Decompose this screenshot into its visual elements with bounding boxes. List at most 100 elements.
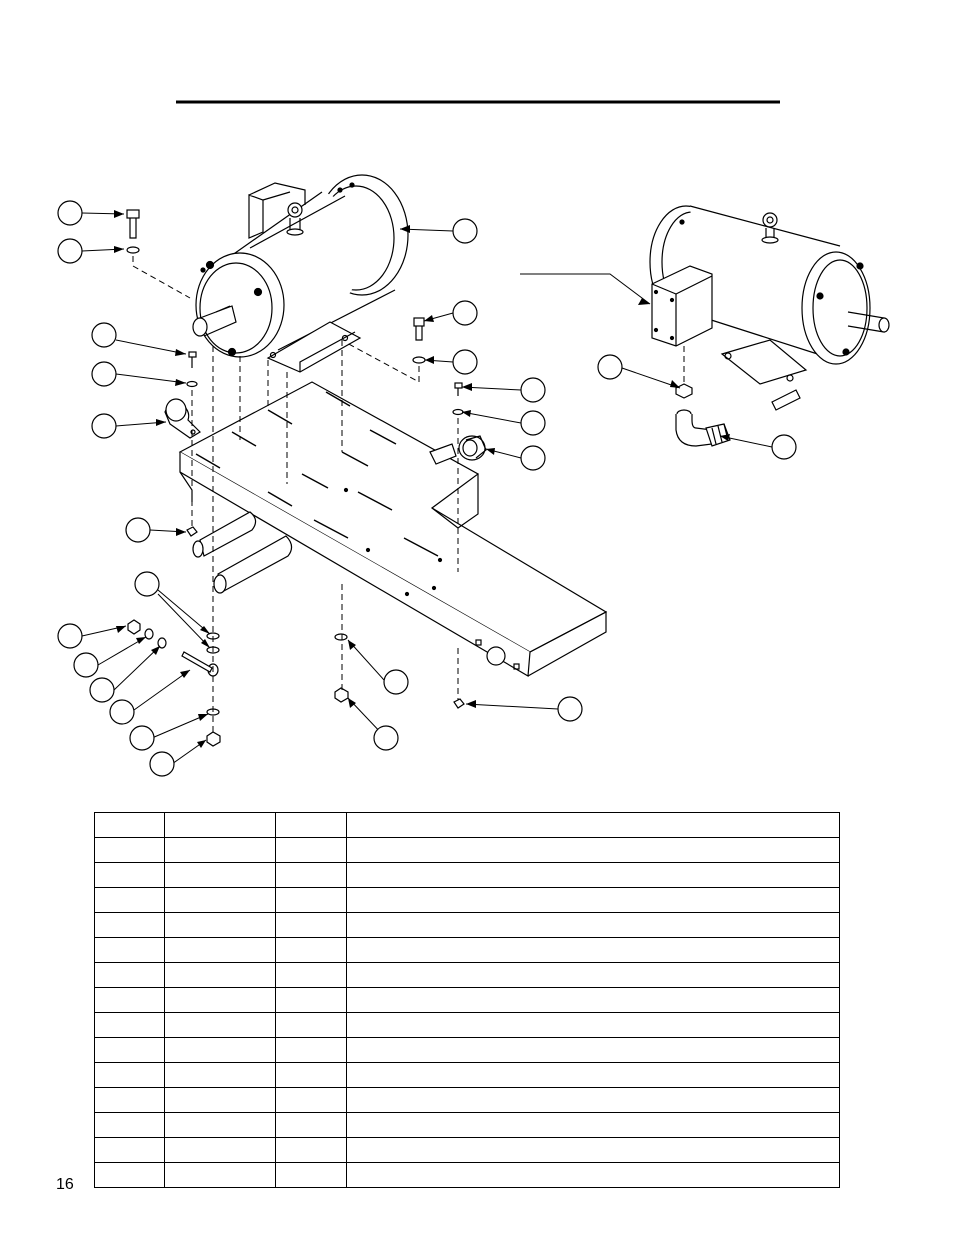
table-cell [275, 987, 347, 1013]
table-cell [94, 1037, 165, 1063]
callout-bubble [597, 354, 623, 380]
callout-bubbles [57, 200, 797, 777]
table-cell [164, 812, 276, 838]
table-cell [275, 1037, 347, 1063]
main-motor-drawing [192, 174, 409, 373]
table-cell [346, 1087, 840, 1113]
table-cell [94, 1012, 165, 1038]
callout-bubble [520, 410, 546, 436]
table-cell [346, 1137, 840, 1163]
table-cell [164, 1062, 276, 1088]
callout-leaders [81, 212, 773, 765]
table-cell [164, 887, 276, 913]
table-cell [346, 912, 840, 938]
table-row [94, 1162, 840, 1188]
table-cell [275, 887, 347, 913]
callout-bubble [373, 725, 399, 751]
table-row [94, 1037, 840, 1063]
table-cell [346, 1112, 840, 1138]
table-cell [346, 887, 840, 913]
table-row [94, 887, 840, 913]
table-cell [94, 837, 165, 863]
table-cell [275, 962, 347, 988]
callout-bubble [771, 434, 797, 460]
table-row [94, 987, 840, 1013]
table-cell [346, 1162, 840, 1188]
table-cell [164, 1012, 276, 1038]
table-cell [346, 837, 840, 863]
callout-bubble [91, 361, 117, 387]
table-cell [346, 1012, 840, 1038]
table-row [94, 1112, 840, 1138]
page-number: 16 [56, 1176, 74, 1193]
table-cell [164, 937, 276, 963]
parts-list-table [94, 812, 840, 1188]
callout-bubble [134, 571, 160, 597]
table-cell [94, 887, 165, 913]
callout-bubble [89, 677, 115, 703]
table-cell [94, 1087, 165, 1113]
table-cell [94, 987, 165, 1013]
table-row [94, 812, 840, 838]
table-cell [94, 1162, 165, 1188]
table-row [94, 1012, 840, 1038]
table-cell [94, 862, 165, 888]
exploded-parts-diagram [57, 100, 890, 777]
table-row [94, 937, 840, 963]
callout-bubble [520, 377, 546, 403]
motor-base-plate [178, 381, 608, 677]
table-row [94, 962, 840, 988]
callout-bubble [57, 623, 83, 649]
callout-arrowheads [114, 210, 730, 748]
callout-bubble [57, 238, 83, 264]
table-row [94, 837, 840, 863]
callout-bubble [129, 725, 155, 751]
table-cell [94, 812, 165, 838]
callout-bubble [149, 751, 175, 777]
table-cell [275, 1087, 347, 1113]
callout-bubble [91, 322, 117, 348]
callout-bubble [91, 413, 117, 439]
table-cell [164, 1162, 276, 1188]
table-cell [164, 962, 276, 988]
table-cell [94, 937, 165, 963]
table-cell [94, 1112, 165, 1138]
callout-bubble [557, 696, 583, 722]
table-cell [275, 937, 347, 963]
table-cell [346, 1062, 840, 1088]
table-cell [275, 1137, 347, 1163]
alternate-motor-drawing [649, 205, 890, 447]
callout-bubble [452, 218, 478, 244]
table-cell [275, 1062, 347, 1088]
table-cell [275, 1012, 347, 1038]
callout-bubble [452, 349, 478, 375]
table-cell [346, 987, 840, 1013]
assembly-center-lines [132, 256, 685, 732]
table-cell [94, 962, 165, 988]
callout-bubble [57, 200, 83, 226]
callout-bubble [73, 652, 99, 678]
callout-bubble [452, 300, 478, 326]
table-cell [275, 862, 347, 888]
table-cell [275, 1112, 347, 1138]
callout-bubble [383, 669, 409, 695]
table-cell [346, 812, 840, 838]
table-cell [346, 937, 840, 963]
table-cell [275, 1162, 347, 1188]
table-cell [164, 1137, 276, 1163]
table-cell [94, 912, 165, 938]
table-cell [94, 1137, 165, 1163]
table-cell [275, 837, 347, 863]
table-cell [164, 862, 276, 888]
callout-bubble [520, 445, 546, 471]
callout-bubble [125, 517, 151, 543]
table-cell [164, 1037, 276, 1063]
table-cell [164, 1112, 276, 1138]
table-cell [346, 962, 840, 988]
table-row [94, 1087, 840, 1113]
table-cell [164, 912, 276, 938]
table-cell [346, 1037, 840, 1063]
table-row [94, 912, 840, 938]
table-cell [164, 837, 276, 863]
